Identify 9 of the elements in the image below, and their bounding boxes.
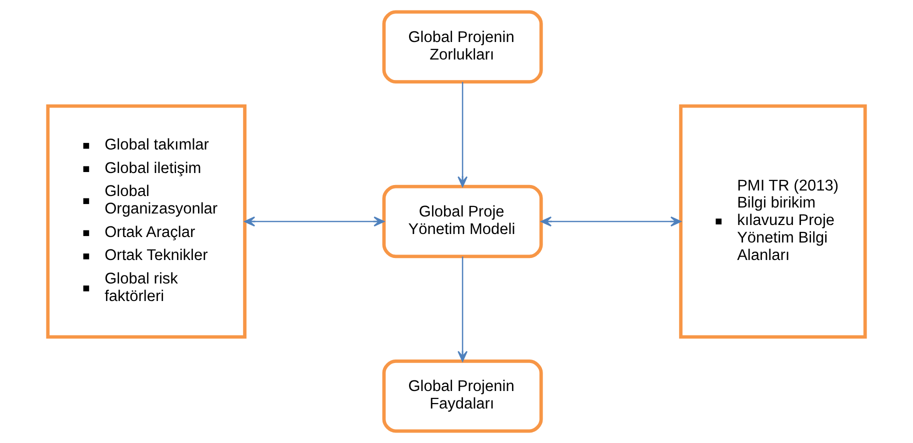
arrow (458, 82, 468, 188)
node-box: PMI TR (2013) Bilgi birikim kılavuzu Proje Yönetim Bilgi Alanları (679, 104, 867, 339)
node-box: Global Projenin Zorlukları (382, 10, 543, 84)
arrow (244, 216, 385, 226)
arrow (458, 256, 468, 362)
node-box: Global Proje Yönetim Modeli (382, 184, 543, 258)
arrow (540, 216, 682, 226)
node-box: Global Projenin Faydaları (382, 359, 543, 433)
node-box: Global takımlar Global iletişim Global Organizasyonlar Ortak Araçlar Ortak Teknikler Global risk faktörleri (46, 104, 246, 339)
